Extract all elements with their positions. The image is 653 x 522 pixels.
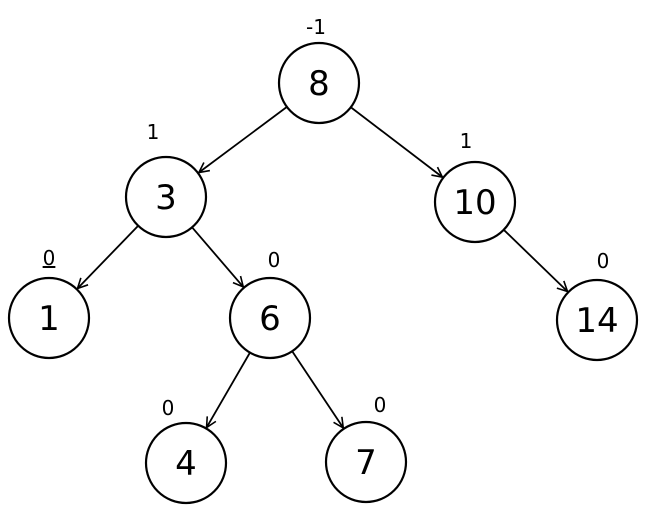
node-value: 4 [175, 444, 197, 484]
node-value: 6 [259, 299, 281, 339]
edge-n3-to-n6 [191, 226, 243, 287]
tree-node-14: 14 0 [555, 249, 639, 362]
edge-n6-to-n7 [291, 350, 343, 428]
tree-node-3: 31 [124, 120, 208, 239]
tree-node-1: 10 [7, 246, 91, 360]
node-value: 14 [575, 301, 618, 341]
node-value: 10 [453, 183, 496, 223]
edges-layer [78, 106, 568, 428]
node-circle [124, 155, 208, 239]
edge-n8-to-n10 [350, 106, 443, 177]
node-circle [277, 41, 361, 125]
node-value: 1 [38, 299, 60, 339]
balance-factor-label: 0 [374, 393, 387, 417]
balance-factor-label: 1 [460, 129, 473, 153]
balance-factor-label: 1 [147, 120, 160, 144]
balance-factor-label: -1 [306, 15, 326, 39]
tree-node-8: 8 -1 [277, 15, 361, 125]
edge-n3-to-n1 [78, 225, 139, 289]
balance-factor-label: 0 [268, 248, 281, 272]
tree-node-4: 40 [144, 396, 228, 505]
node-circle [7, 276, 91, 360]
balance-factor-label: 0 [162, 396, 175, 420]
node-value: 7 [355, 443, 377, 483]
node-circle [555, 278, 639, 362]
node-circle [433, 160, 517, 244]
tree-node-6: 60 [228, 248, 312, 360]
node-circle [324, 420, 408, 504]
balance-factor-label: 0 [597, 249, 610, 273]
edge-n10-to-n14 [503, 229, 568, 292]
edge-n6-to-n4 [207, 352, 251, 428]
node-value: 3 [155, 178, 177, 218]
tree-node-7: 70 [324, 393, 408, 504]
node-value: 8 [308, 64, 330, 104]
node-circle [144, 421, 228, 505]
balance-factor-label: 0 [43, 246, 56, 270]
node-circle [228, 276, 312, 360]
tree-node-10: 10 1 [433, 129, 517, 244]
edge-n8-to-n3 [199, 106, 288, 173]
